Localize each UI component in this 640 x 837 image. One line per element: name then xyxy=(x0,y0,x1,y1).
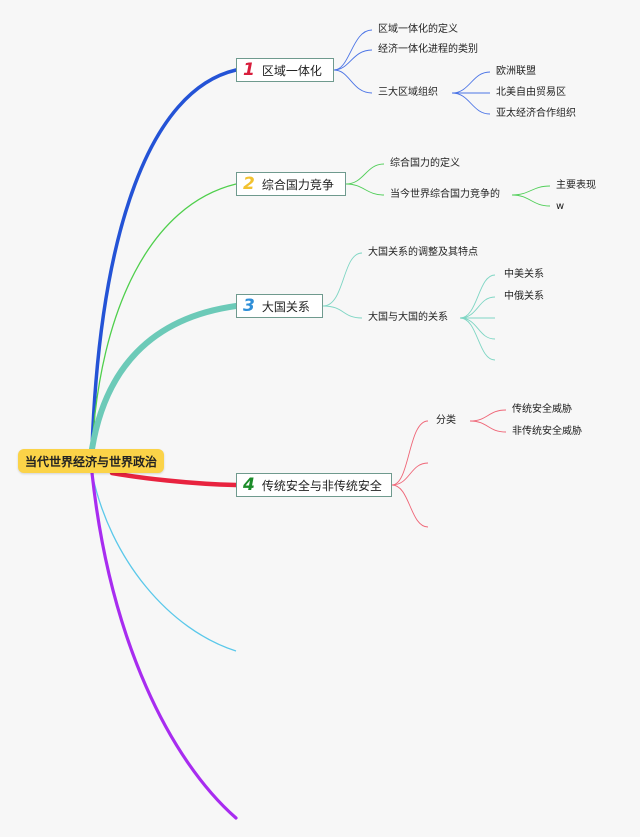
subtopic-2-1[interactable]: 综合国力的定义 xyxy=(390,158,460,169)
subtopic-4-1-2[interactable]: 非传统安全威胁 xyxy=(512,426,582,437)
subtopic-1-1[interactable]: 区域一体化的定义 xyxy=(378,24,458,35)
branch-label-3: 大国关系 xyxy=(261,299,310,314)
subtopic-3-2-1[interactable]: 中美关系 xyxy=(504,269,544,280)
branch-label-2: 综合国力竞争 xyxy=(261,177,334,192)
branch-label-4: 传统安全与非传统安全 xyxy=(261,478,382,493)
subtopic-2-2-2[interactable]: w xyxy=(556,201,565,212)
connector-b3-g2 xyxy=(459,296,496,319)
connector-b4-c1 xyxy=(391,420,429,486)
branch-topic-2[interactable]: 2 综合国力竞争 xyxy=(236,172,346,196)
connector-b1-c3 xyxy=(333,69,373,94)
connector-b2-g2 xyxy=(511,194,551,207)
subtopic-1-3-3[interactable]: 亚太经济合作组织 xyxy=(496,108,576,119)
subtopic-2-2[interactable]: 当今世界综合国力竞争的 xyxy=(390,189,500,200)
subtopic-4-1[interactable]: 分类 xyxy=(436,415,456,426)
branch-topic-4[interactable]: 4 传统安全与非传统安全 xyxy=(236,473,392,497)
branch-number-3: 3 xyxy=(243,295,255,316)
subtopic-3-1[interactable]: 大国关系的调整及其特点 xyxy=(368,247,478,258)
connector-b1-g1 xyxy=(451,71,491,94)
branch-label-1: 区域一体化 xyxy=(261,63,322,78)
connector-b1-c1 xyxy=(333,29,373,71)
connector-root-branch-6 xyxy=(90,471,238,820)
branch-number-4: 4 xyxy=(243,474,255,495)
subtopic-1-3-1[interactable]: 欧洲联盟 xyxy=(496,66,536,77)
connector-b2-c1 xyxy=(345,163,385,185)
subtopic-4-1-1[interactable]: 传统安全威胁 xyxy=(512,404,572,415)
subtopic-3-2-2[interactable]: 中俄关系 xyxy=(504,291,544,302)
connector-b3-c2 xyxy=(322,305,363,319)
connector-b4-g2 xyxy=(469,420,507,433)
connector-b3-g4 xyxy=(459,317,496,340)
subtopic-1-3[interactable]: 三大区域组织 xyxy=(378,87,438,98)
connector-root-branch-2 xyxy=(91,183,237,450)
connector-root-branch-5 xyxy=(91,472,237,652)
connector-b2-g1 xyxy=(511,185,551,196)
connector-b1-g3 xyxy=(451,92,491,115)
branch-number-1: 1 xyxy=(243,59,255,80)
connector-b4-c3 xyxy=(391,484,429,528)
branch-number-2: 2 xyxy=(243,173,255,194)
subtopic-3-2[interactable]: 大国与大国的关系 xyxy=(368,312,448,323)
subtopic-1-2[interactable]: 经济一体化进程的类别 xyxy=(378,44,478,55)
branch-topic-1[interactable]: 1 区域一体化 xyxy=(236,58,334,82)
connector-b3-g5 xyxy=(459,317,496,361)
connector-b1-c2 xyxy=(333,49,373,71)
branch-topic-3[interactable]: 3 大国关系 xyxy=(236,294,323,318)
connector-b2-c2 xyxy=(345,183,385,196)
connector-root-branch-1 xyxy=(90,68,238,451)
subtopic-1-3-2[interactable]: 北美自由贸易区 xyxy=(496,87,566,98)
connector-b4-g1 xyxy=(469,409,507,422)
root-topic[interactable]: 当代世界经济与世界政治 xyxy=(18,449,164,473)
connector-b4-c2 xyxy=(391,462,429,486)
subtopic-2-2-1[interactable]: 主要表现 xyxy=(556,180,596,191)
connector-root-branch-3 xyxy=(89,303,239,452)
connector-root-branch-4 xyxy=(109,470,239,488)
connector-b3-c1 xyxy=(322,252,363,307)
connector-b3-g1 xyxy=(459,274,496,319)
